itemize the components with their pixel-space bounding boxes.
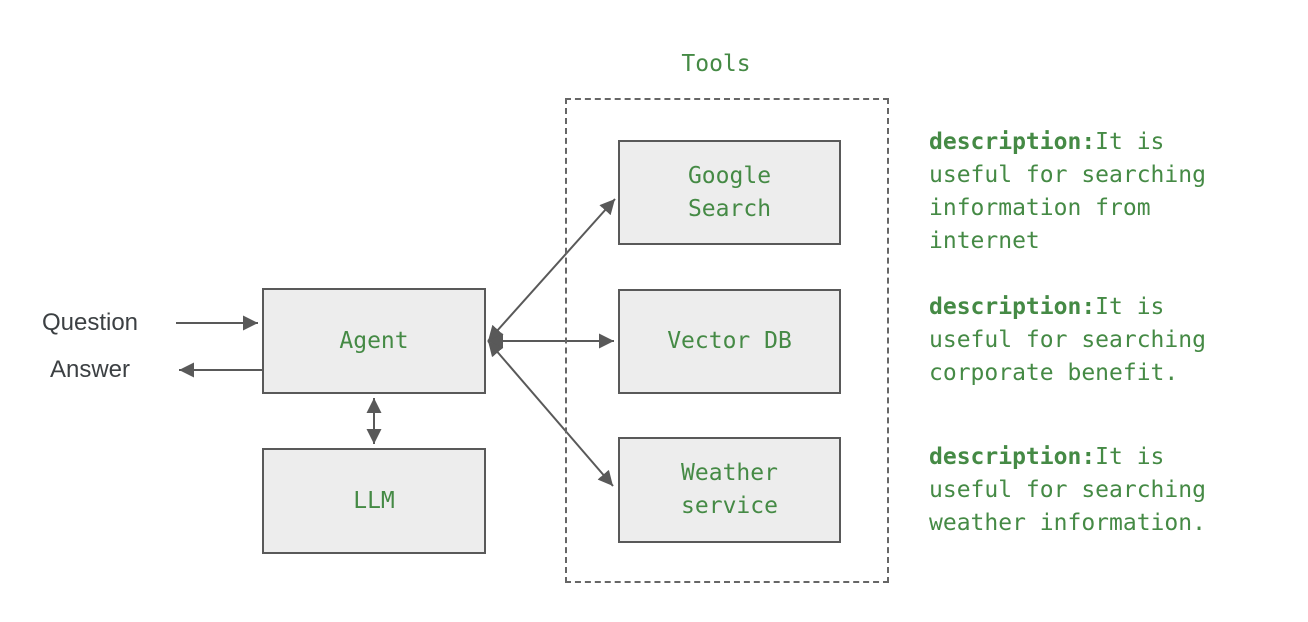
question-label: Question: [41, 309, 139, 336]
weather-service-description: description:It is useful for searching w…: [929, 441, 1221, 540]
google-search-node: Google Search: [618, 140, 841, 245]
llm-node: LLM: [262, 448, 486, 554]
description-text: It is useful for searching information f…: [929, 129, 1206, 254]
vector-db-node: Vector DB: [618, 289, 841, 394]
description-text: It is useful for searching corporate ben…: [929, 294, 1206, 386]
weather-service-node: Weather service: [618, 437, 841, 543]
vector-db-description: description:It is useful for searching c…: [929, 291, 1221, 390]
description-text: It is useful for searching weather infor…: [929, 444, 1206, 536]
google-search-node-label: Google Search: [687, 162, 772, 222]
google-search-description: description:It is useful for searching i…: [929, 126, 1221, 258]
answer-label: Answer: [49, 356, 131, 383]
agent-weather-service-arrow: [487, 340, 614, 487]
description-key: description:: [929, 444, 1096, 470]
agent-node: Agent: [262, 288, 486, 394]
llm-node-label: LLM: [353, 487, 395, 514]
weather-service-node-label: Weather service: [681, 460, 778, 519]
vector-db-node-label: Vector DB: [667, 328, 792, 354]
tools-group-title: Tools: [681, 51, 751, 77]
description-key: description:: [929, 129, 1096, 155]
description-key: description:: [929, 294, 1096, 320]
agent-node-label: Agent: [339, 327, 409, 354]
agent-google-search-arrow: [487, 198, 616, 342]
tools-group-border: [565, 98, 889, 583]
